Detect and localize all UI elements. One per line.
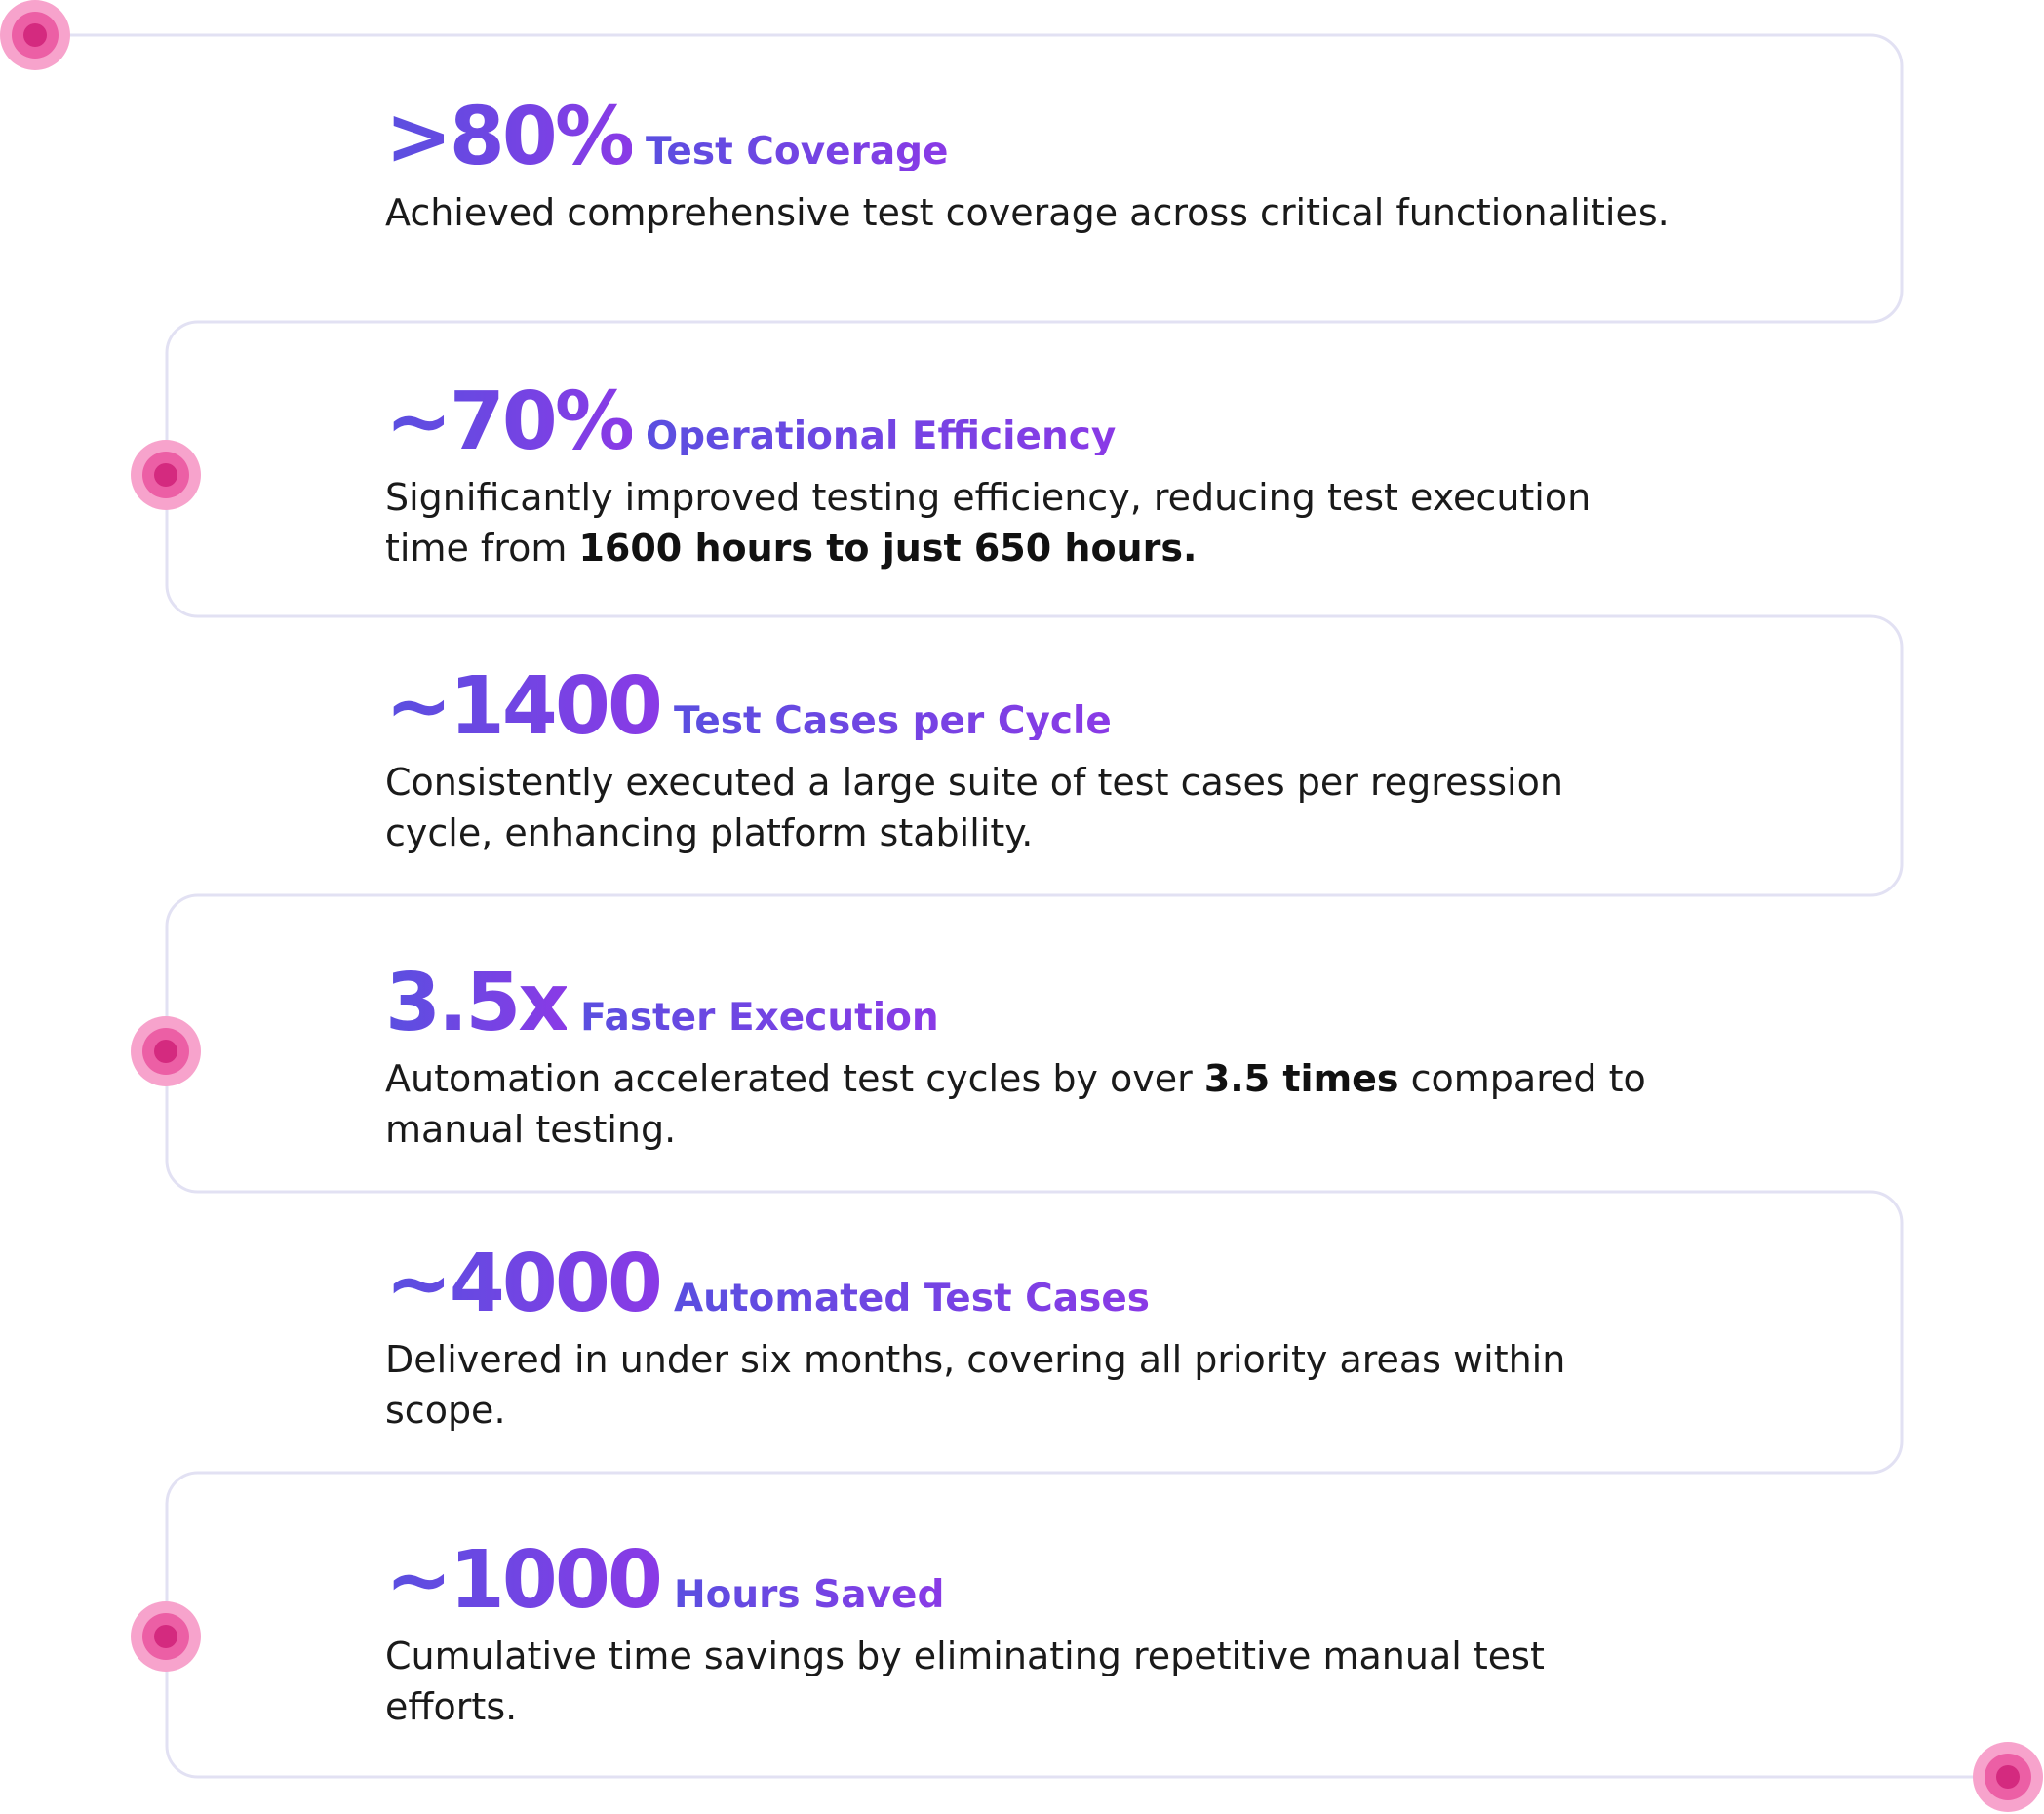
stat-card-test-cases-per-cycle: ~1400 Test Cases per Cycle Consistently … xyxy=(385,667,1682,858)
stat-description: Significantly improved testing efficienc… xyxy=(385,476,1592,570)
stat-label: Operational Efficiency xyxy=(645,414,1117,458)
timeline-node-icon xyxy=(131,1601,201,1672)
stat-label: Test Cases per Cycle xyxy=(673,699,1112,743)
stat-headline: 3.5x Faster Execution xyxy=(385,964,1682,1044)
stat-headline: ~1400 Test Cases per Cycle xyxy=(385,667,1682,747)
timeline-node-icon xyxy=(0,0,70,70)
stat-card-automated-test-cases: ~4000 Automated Test Cases Delivered in … xyxy=(385,1244,1682,1436)
stat-headline: ~70% Operational Efficiency xyxy=(385,382,1682,462)
stat-value: ~4000 xyxy=(385,1238,663,1330)
stat-label: Test Coverage xyxy=(645,130,949,174)
stat-label: Automated Test Cases xyxy=(673,1277,1150,1321)
stat-description: Achieved comprehensive test coverage acr… xyxy=(385,191,1670,234)
stat-headline: >80% Test Coverage xyxy=(385,98,1682,177)
stat-value: ~1400 xyxy=(385,660,663,753)
timeline-connector-line xyxy=(35,33,2008,1779)
stat-card-faster-execution: 3.5x Faster Execution Automation acceler… xyxy=(385,964,1682,1155)
stat-description: Cumulative time savings by eliminating r… xyxy=(385,1635,1545,1728)
timeline-node-icon xyxy=(131,440,201,510)
stat-value: ~70% xyxy=(385,375,635,468)
stat-label: Hours Saved xyxy=(673,1573,945,1617)
stat-card-hours-saved: ~1000 Hours Saved Cumulative time saving… xyxy=(385,1541,1682,1732)
stat-headline: ~1000 Hours Saved xyxy=(385,1541,1682,1621)
timeline-node-icon xyxy=(1973,1742,2043,1812)
stat-card-test-coverage: >80% Test Coverage Achieved comprehensiv… xyxy=(385,98,1682,238)
stat-description: Consistently executed a large suite of t… xyxy=(385,761,1563,854)
stat-value: ~1000 xyxy=(385,1534,663,1627)
stat-description: Automation accelerated test cycles by ov… xyxy=(385,1057,1646,1151)
stat-headline: ~4000 Automated Test Cases xyxy=(385,1244,1682,1324)
stat-label: Faster Execution xyxy=(580,996,939,1040)
stat-card-operational-efficiency: ~70% Operational Efficiency Significantl… xyxy=(385,382,1682,573)
stat-description: Delivered in under six months, covering … xyxy=(385,1338,1566,1432)
timeline-node-icon xyxy=(131,1016,201,1086)
stat-value: >80% xyxy=(385,91,635,183)
stat-value: 3.5x xyxy=(385,957,570,1049)
